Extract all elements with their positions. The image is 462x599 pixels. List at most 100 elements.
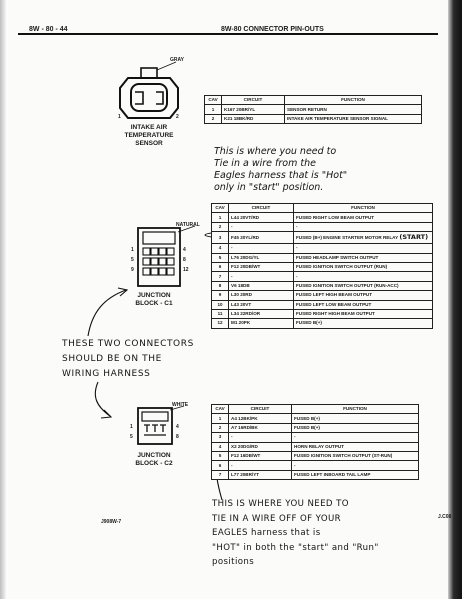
function-cell: FUSED HEADLAMP SWITCH OUTPUT — [293, 252, 433, 263]
page-left-shadow — [0, 0, 6, 599]
circuit-cell: V6 18DB — [228, 280, 294, 292]
c2-pin-label: 8 — [176, 434, 179, 440]
note-line: WIRING HARNESS — [62, 369, 151, 379]
c1-pin-label: 8 — [183, 257, 186, 263]
handwritten-note-2: THESE TWO CONNECTORS SHOULD BE ON THE WI… — [62, 337, 194, 382]
col-circuit: CIRCUIT — [228, 403, 292, 415]
page-right-edge — [448, 0, 462, 599]
function-cell: FUSED IGNITION SWITCH OUTPUT (RUN-ACC) — [293, 280, 433, 292]
c2-pin-label: 1 — [130, 424, 133, 430]
cav-cell: 3 — [211, 231, 229, 245]
c1-color-label: NATURAL — [176, 222, 200, 228]
function-cell: - — [293, 243, 433, 254]
c2-pin-label: 5 — [130, 434, 133, 440]
cav-cell: 5 — [211, 450, 229, 462]
circuit-cell: - — [228, 432, 292, 443]
function-text: FUSED (B+) ENGINE STARTER MOTOR RELAY — [296, 235, 399, 241]
circuit-cell: A4 12BK/PK — [228, 413, 292, 424]
table-row: 2 K21 18BK/RD INTAKE AIR TEMPERATURE SEN… — [204, 113, 422, 125]
cav-cell: 1 — [211, 212, 229, 223]
table-row: 3-- — [211, 432, 419, 443]
note-line: THESE TWO CONNECTORS — [62, 339, 194, 349]
sensor-pinout-table: CAV CIRCUIT FUNCTION 1 K167 20BR/YL SENS… — [204, 94, 422, 125]
page-title: 8W-80 CONNECTOR PIN-OUTS — [218, 26, 327, 33]
cav-cell: 6 — [211, 261, 229, 273]
sensor-name: INTAKE AIR TEMPERATURE SENSOR — [106, 124, 192, 148]
function-cell: FUSED B(+) — [291, 422, 419, 434]
c1-pin-label: 4 — [183, 247, 186, 253]
sensor-name-line: INTAKE AIR — [130, 124, 168, 131]
function-cell: - — [291, 432, 419, 443]
cav-cell: 4 — [211, 243, 229, 254]
start-annotation: (START) — [399, 233, 429, 242]
note-line: only in "start" position. — [214, 182, 324, 193]
sensor-color-label: GRAY — [170, 57, 184, 63]
c1-pin-label: 1 — [131, 247, 134, 253]
function-cell: FUSED LEFT LOW BEAM OUTPUT — [293, 299, 433, 310]
header-rule — [18, 33, 438, 35]
sensor-pin-1: 1 — [118, 114, 121, 120]
cav-cell: 2 — [204, 113, 222, 125]
c1-pin-label: 12 — [183, 267, 189, 273]
function-cell: FUSED RIGHT LOW BEAM OUTPUT — [293, 212, 433, 223]
circuit-cell: A7 16RD/BK — [228, 422, 292, 434]
cav-cell: 1 — [211, 413, 229, 424]
circuit-cell: L77 20BR/YT — [228, 469, 292, 481]
circuit-cell: K167 20BR/YL — [221, 104, 285, 115]
function-cell: FUSED LEFT INBOARD TAIL LAMP — [291, 469, 419, 481]
col-cav: CAV — [211, 403, 229, 415]
junction-block-c2-drawing — [137, 405, 185, 445]
col-cav: CAV — [204, 94, 222, 106]
cav-cell: 3 — [211, 432, 229, 443]
junction-block-c1-drawing — [137, 225, 196, 287]
cav-cell: 6 — [211, 460, 229, 471]
figure-code: J908W-7 — [101, 519, 122, 525]
circuit-cell: L76 20DG/YL — [228, 252, 294, 263]
cav-cell: 7 — [211, 469, 229, 481]
cav-cell: 2 — [211, 422, 229, 434]
handwritten-note-1: This is where you need to Tie in a wire … — [214, 146, 347, 194]
function-cell: - — [293, 271, 433, 282]
function-cell: FUSED IGNITION SWITCH OUTPUT (ST-RUN) — [291, 450, 419, 462]
cav-cell: 2 — [211, 221, 229, 233]
handwritten-note-3: THIS IS WHERE YOU NEED TO TIE IN A WIRE … — [212, 497, 379, 570]
circuit-cell: L34 22RD/OR — [228, 308, 294, 320]
circuit-cell: L44 20VT/RD — [228, 212, 294, 223]
function-cell: SENSOR RETURN — [284, 104, 422, 115]
circuit-cell: - — [228, 271, 294, 282]
cav-cell: 12 — [211, 318, 229, 329]
table-header-row: CAV CIRCUIT FUNCTION — [204, 94, 422, 106]
cav-cell: 11 — [211, 308, 229, 320]
cav-cell: 1 — [204, 104, 222, 115]
circuit-cell: F45 20YL/RD — [228, 231, 294, 245]
page-number: 8W - 80 - 44 — [26, 26, 71, 33]
c1-name-line: JUNCTION — [137, 292, 171, 299]
c1-pin-label: 9 — [131, 267, 134, 273]
note-line: Eagles harness that is "Hot" — [214, 170, 348, 181]
circuit-cell: - — [228, 243, 294, 254]
table-row: 6-- — [211, 460, 419, 471]
function-cell: FUSED IGNITION SWITCH OUTPUT (RUN) — [293, 261, 433, 273]
c1-pin-label: 5 — [131, 257, 134, 263]
c2-color-label: WHITE — [172, 402, 189, 408]
arrow-to-c2 — [94, 381, 111, 417]
function-cell: INTAKE AIR TEMPERATURE SENSOR SIGNAL — [284, 113, 422, 125]
circuit-cell: F12 16DB/WT — [228, 450, 292, 462]
cav-cell: 4 — [211, 441, 229, 452]
note-line: TIE IN A WIRE OFF OF YOUR — [212, 513, 342, 524]
circuit-cell: M1 20PK — [228, 318, 294, 329]
table-row: 4-- — [211, 243, 433, 254]
c1-name-line: BLOCK - C1 — [135, 300, 173, 307]
